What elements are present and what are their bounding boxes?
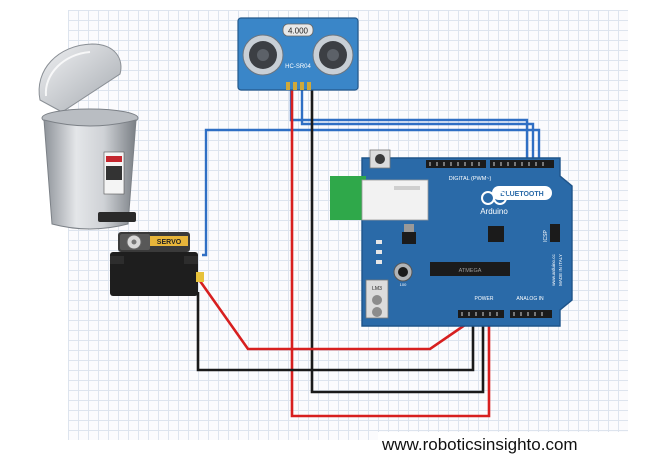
wire-black-sensor-gnd <box>310 88 485 394</box>
sensor-model: HC-SR04 <box>285 64 311 70</box>
jack-label: LM3 <box>372 286 382 292</box>
wires <box>196 88 541 418</box>
ultrasonic-sensor: 4.000 HC-SR04 <box>237 17 359 91</box>
sensor-display: 4.000 <box>288 27 309 36</box>
chip-label: ATMEGA <box>459 268 482 274</box>
icsp-label: ICSP <box>543 230 549 242</box>
arduino-board: DIGITAL (PWM~) BLUETOOTH Arduino ATMEGA <box>330 149 573 327</box>
wire-blue-servo-signal <box>202 128 541 257</box>
atmega-chip <box>430 262 510 276</box>
made-in-label: MADE IN ITALY <box>558 254 563 286</box>
digital-label: DIGITAL (PWM~) <box>449 176 492 182</box>
infinity-logo-icon <box>481 191 507 205</box>
brand-url-label: www.arduino.cc <box>551 253 556 285</box>
wire-red-sensor-vcc <box>290 88 491 418</box>
website-watermark: www.roboticsinsighto.com <box>378 432 636 458</box>
wire-black-servo-gnd <box>196 292 475 372</box>
bluetooth-label: BLUETOOTH <box>500 191 543 198</box>
trash-bin-icon <box>38 43 139 230</box>
wire-blue-echo <box>300 88 535 158</box>
servo-motor: SERVO <box>110 232 204 296</box>
board-name: Arduino <box>480 207 508 216</box>
servo-label: SERVO <box>157 239 182 246</box>
analog-label: ANALOG IN <box>516 296 544 302</box>
wire-red-servo-vcc <box>198 280 479 351</box>
power-label: POWER <box>475 296 494 302</box>
cap-label: 100 <box>400 282 407 287</box>
